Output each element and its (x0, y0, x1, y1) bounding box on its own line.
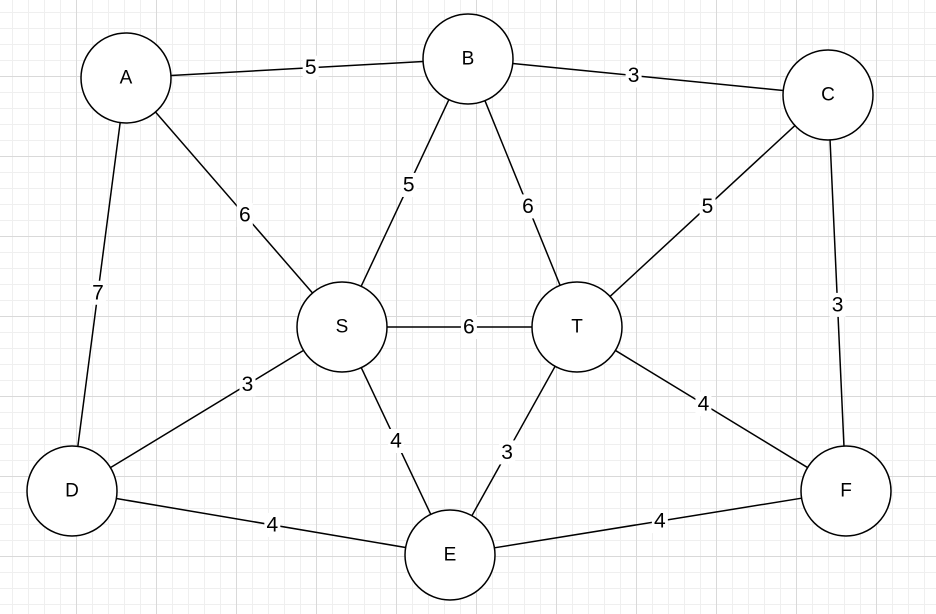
node-circle (26, 445, 118, 537)
edge-b-t (484, 100, 561, 286)
edge-weight-background (699, 194, 716, 219)
node-d: D (26, 445, 118, 537)
node-circle (531, 281, 623, 373)
edge-weight-a-s: 6 (236, 202, 253, 227)
edge-weight-c-f: 3 (829, 292, 846, 317)
edge-weight-background (625, 63, 642, 88)
nodes-layer: A B C S T D E F (26, 13, 892, 601)
node-s: S (296, 281, 388, 373)
edge-weight-label: 4 (654, 510, 666, 533)
node-t: T (531, 281, 623, 373)
node-label: D (65, 481, 79, 502)
edge-weight-c-t: 5 (699, 194, 716, 219)
edge-weight-e-f: 4 (651, 509, 668, 534)
edge-b-c (512, 62, 784, 92)
node-label: C (821, 85, 835, 106)
edge-weights-layer: 5 3 6 5 6 5 7 3 6 3 4 3 4 4 4 (89, 55, 846, 537)
node-circle (800, 445, 892, 537)
edge-weight-b-c: 3 (625, 63, 642, 88)
edge-weight-background (829, 292, 846, 317)
edge-weight-label: 5 (403, 173, 415, 196)
edge-weight-label: 6 (522, 195, 534, 218)
node-f: F (800, 445, 892, 537)
edge-s-d (110, 349, 304, 469)
node-a: A (80, 32, 172, 124)
node-circle (404, 509, 496, 601)
edge-weight-background (388, 429, 404, 453)
edge-weight-s-d: 3 (239, 372, 256, 397)
node-e: E (404, 509, 496, 601)
edge-weight-s-e: 4 (388, 429, 404, 453)
edge-d-e (116, 497, 406, 549)
node-b: B (422, 13, 514, 105)
edge-weight-label: 7 (92, 281, 104, 304)
edge-weight-background (239, 372, 256, 397)
edge-e-f (494, 497, 802, 549)
edge-weight-b-s: 5 (400, 172, 417, 197)
edge-weight-s-t: 6 (460, 315, 477, 339)
node-label: F (840, 481, 852, 502)
edge-a-s (154, 111, 314, 294)
node-label: S (336, 317, 349, 338)
edge-weight-t-f: 4 (695, 392, 712, 417)
node-label: E (444, 545, 457, 566)
node-label: T (571, 317, 583, 338)
edge-weight-label: 6 (239, 203, 251, 226)
edge-weight-label: 3 (501, 441, 513, 464)
edge-weight-background (236, 202, 253, 227)
edge-weight-b-t: 6 (519, 194, 536, 219)
edge-weight-label: 5 (305, 56, 317, 79)
edge-weight-label: 3 (242, 373, 254, 396)
edge-weight-a-d: 7 (89, 280, 106, 305)
edge-weight-a-b: 5 (302, 55, 319, 80)
edge-weight-background (264, 512, 281, 537)
edge-weight-background (499, 440, 516, 465)
edge-weight-background (400, 172, 417, 197)
node-circle (296, 281, 388, 373)
edges-layer (77, 60, 845, 549)
edge-weight-background (519, 194, 536, 219)
edge-weight-label: 3 (832, 293, 844, 316)
edge-weight-t-e: 3 (499, 440, 516, 465)
edge-weight-label: 5 (702, 195, 714, 218)
edge-weight-background (302, 55, 319, 80)
edge-weight-background (460, 315, 477, 339)
edge-weight-label: 4 (698, 393, 710, 416)
node-label: A (120, 68, 133, 89)
node-circle (80, 32, 172, 124)
edge-weight-d-e: 4 (264, 512, 281, 537)
edge-t-f (615, 349, 808, 469)
edge-weight-label: 6 (463, 316, 475, 339)
node-c: C (782, 49, 874, 141)
edge-weight-background (651, 509, 668, 534)
edge-weight-background (89, 280, 106, 305)
node-circle (782, 49, 874, 141)
node-circle (422, 13, 514, 105)
edge-weight-label: 4 (266, 513, 278, 536)
edge-weight-label: 4 (390, 430, 402, 453)
edge-a-b (170, 60, 424, 77)
node-label: B (462, 49, 475, 70)
edge-weight-label: 3 (628, 64, 640, 87)
edge-weight-background (695, 392, 712, 417)
